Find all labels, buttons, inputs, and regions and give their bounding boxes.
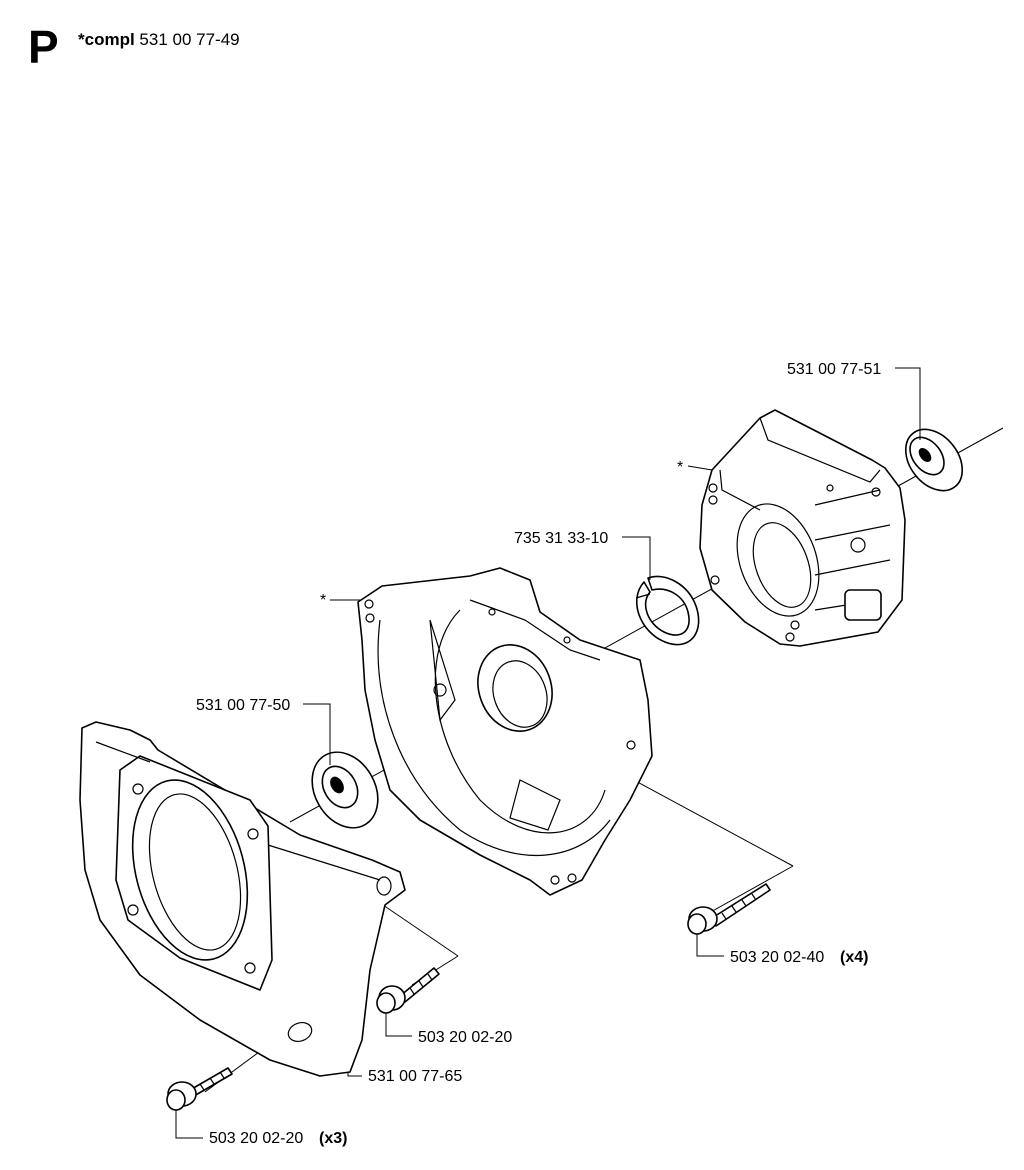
callout-531-00-77-51: 531 00 77-51: [787, 361, 881, 378]
flange-screw-icon: [166, 1067, 233, 1111]
compl-number: 531 00 77-49: [139, 30, 240, 49]
section-letter: P: [28, 21, 59, 73]
crankcase-half-icon: [357, 567, 653, 896]
circlip-icon: [635, 575, 700, 646]
callout-531-00-77-65: 531 00 77-65: [368, 1068, 462, 1085]
callout-503-20-02-20: 503 20 02-20: [418, 1029, 512, 1046]
assembly-compl-label: *compl 531 00 77-49: [78, 30, 240, 50]
crankcase-half-icon: [699, 409, 906, 647]
seal-ring-icon: [904, 428, 964, 492]
callout-star-left: *: [320, 592, 326, 609]
callout-735-31-33-10: 735 31 33-10: [514, 530, 608, 547]
flange-screw-icon: [687, 883, 771, 935]
callout-503-20-02-20-x3: 503 20 02-20: [209, 1130, 303, 1147]
flange-screw-icon: [376, 967, 440, 1014]
seal-ring-icon: [311, 751, 379, 829]
callout-star-right: *: [677, 459, 683, 476]
leader-lines: [175, 367, 921, 1139]
callout-qty-x3: (x3): [319, 1130, 347, 1147]
fan-housing-icon: [79, 721, 406, 1077]
callout-531-00-77-50: 531 00 77-50: [196, 697, 290, 714]
compl-prefix: *compl: [78, 30, 135, 49]
callout-503-20-02-40: 503 20 02-40: [730, 949, 824, 966]
callout-qty-x4: (x4): [840, 949, 868, 966]
